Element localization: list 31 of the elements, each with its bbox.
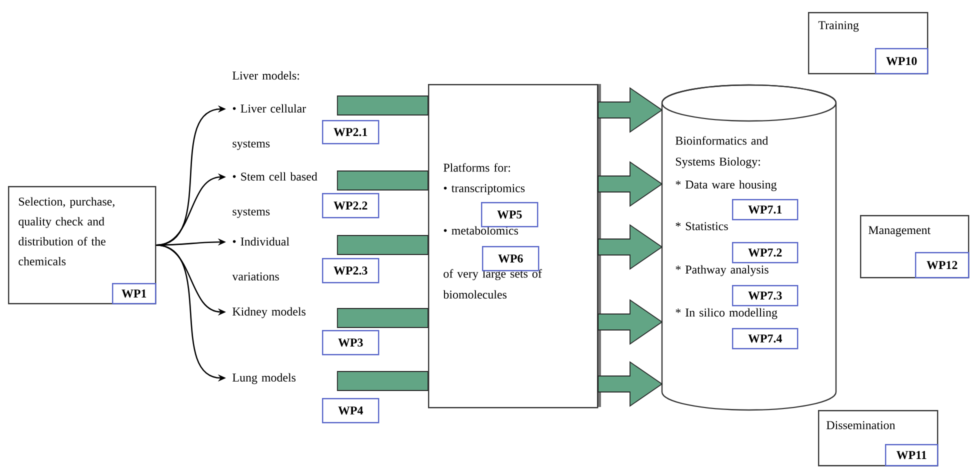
connector-bar [336,308,428,328]
work-package-tag: WP2.1 [322,120,380,144]
block-arrow [598,161,663,207]
block-arrow [598,224,663,270]
block-arrow [598,87,663,133]
connector-bar [336,170,428,190]
connector-bar [336,235,428,255]
work-package-tag: WP10 [875,48,928,74]
work-package-tag: WP5 [481,202,538,228]
model-label: Kidney models [232,307,306,318]
work-package-tag: WP12 [915,252,970,278]
model-label: • Stem cell based systems [232,172,318,218]
model-label: • Individual variations [232,237,290,280]
work-package-tag: WP2.2 [322,193,380,218]
work-package-tag: WP7.3 [732,284,798,306]
work-package-tag: WP3 [322,330,380,356]
work-package-tag: WP11 [885,444,938,466]
work-package-tag: WP7.4 [732,328,798,350]
heading-label: Liver models: [232,71,299,80]
work-package-tag: WP2.3 [322,258,380,284]
work-package-tag: WP7.2 [732,242,798,264]
work-package-tag: WP6 [482,246,540,272]
model-label: Lung models [232,373,296,384]
connector-bar [336,96,428,116]
work-package-tag: WP4 [322,398,380,424]
work-package-tag: WP1 [112,282,156,304]
connector-bar [336,371,428,391]
block-arrow [598,361,663,407]
block-arrow [598,299,663,345]
work-package-tag: WP7.1 [732,199,798,220]
model-label: • Liver cellular systems [232,104,306,150]
